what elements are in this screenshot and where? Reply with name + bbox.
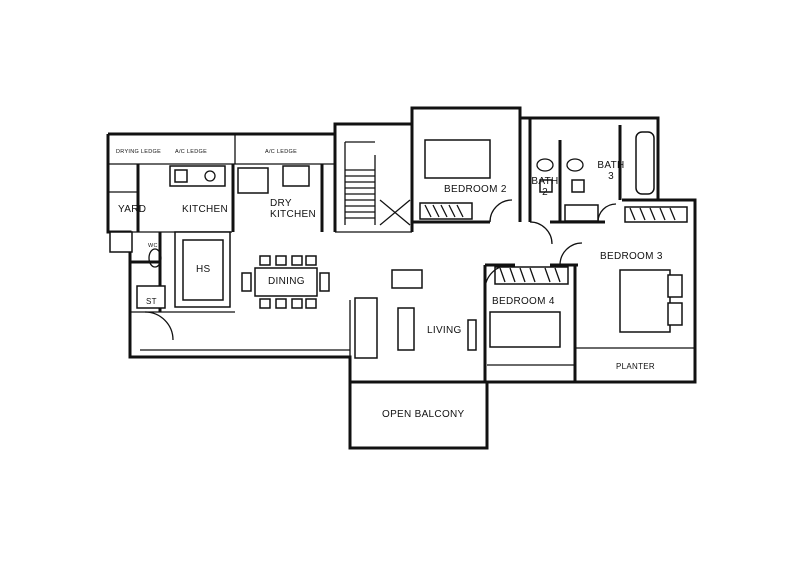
- label-planter: PLANTER: [616, 362, 655, 371]
- door-swings: [144, 199, 617, 341]
- label-wc: WC: [148, 243, 158, 249]
- label-bath-2: BATH 2: [531, 176, 559, 198]
- label-bedroom-2: BEDROOM 2: [444, 184, 507, 195]
- label-ac-ledge-1: A/C LEDGE: [175, 149, 208, 155]
- label-open-balcony: OPEN BALCONY: [382, 409, 465, 420]
- staircase: [344, 141, 411, 226]
- label-store: ST: [146, 297, 157, 306]
- label-drying-ledge: DRYING LEDGE: [116, 149, 162, 155]
- label-dry-kitchen: DRY KITCHEN: [270, 198, 316, 220]
- label-bedroom-4: BEDROOM 4: [492, 296, 555, 307]
- label-living: LIVING: [427, 325, 462, 336]
- bedroom-furniture: [419, 131, 688, 348]
- dining-table: [241, 255, 330, 309]
- label-household-shelter: HS: [196, 264, 211, 275]
- kitchen-fixtures: [109, 165, 310, 309]
- label-dining: DINING: [268, 276, 305, 287]
- label-bath-3: BATH 3: [597, 160, 625, 182]
- living-furniture: [354, 269, 477, 359]
- label-kitchen: KITCHEN: [182, 204, 228, 215]
- label-bedroom-3: BEDROOM 3: [600, 251, 663, 262]
- label-ac-ledge-2: A/C LEDGE: [265, 149, 298, 155]
- label-yard: YARD: [118, 204, 147, 215]
